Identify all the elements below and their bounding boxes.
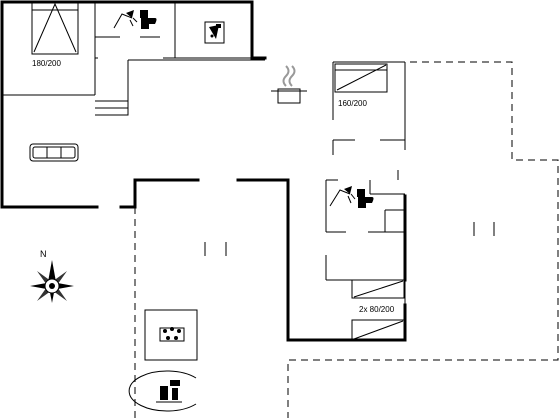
hot-tub-icon bbox=[144, 309, 198, 361]
bed-icon bbox=[351, 319, 405, 341]
sauna-icon bbox=[128, 370, 197, 412]
bed-size-label: 160/200 bbox=[338, 99, 367, 108]
compass-north-label: N bbox=[40, 249, 47, 259]
interior-walls bbox=[2, 2, 406, 305]
bed-size-label: 180/200 bbox=[32, 59, 61, 68]
shower-icon bbox=[113, 10, 138, 29]
bed-icon bbox=[351, 279, 405, 299]
washing-machine-icon bbox=[204, 21, 225, 44]
toilet-icon bbox=[140, 10, 157, 29]
kitchen-pot-icon bbox=[271, 65, 307, 104]
toilet-icon bbox=[357, 189, 374, 208]
sofa-icon bbox=[29, 143, 79, 162]
exterior-walls bbox=[0, 0, 407, 342]
terrace-outline bbox=[134, 61, 559, 418]
bed-size-label: 2x 80/200 bbox=[359, 305, 395, 314]
terrace-marks bbox=[204, 222, 495, 256]
bed-icon bbox=[31, 2, 79, 55]
bed-icon bbox=[334, 63, 388, 93]
shower-icon bbox=[329, 186, 356, 207]
compass-rose-icon bbox=[30, 260, 74, 303]
